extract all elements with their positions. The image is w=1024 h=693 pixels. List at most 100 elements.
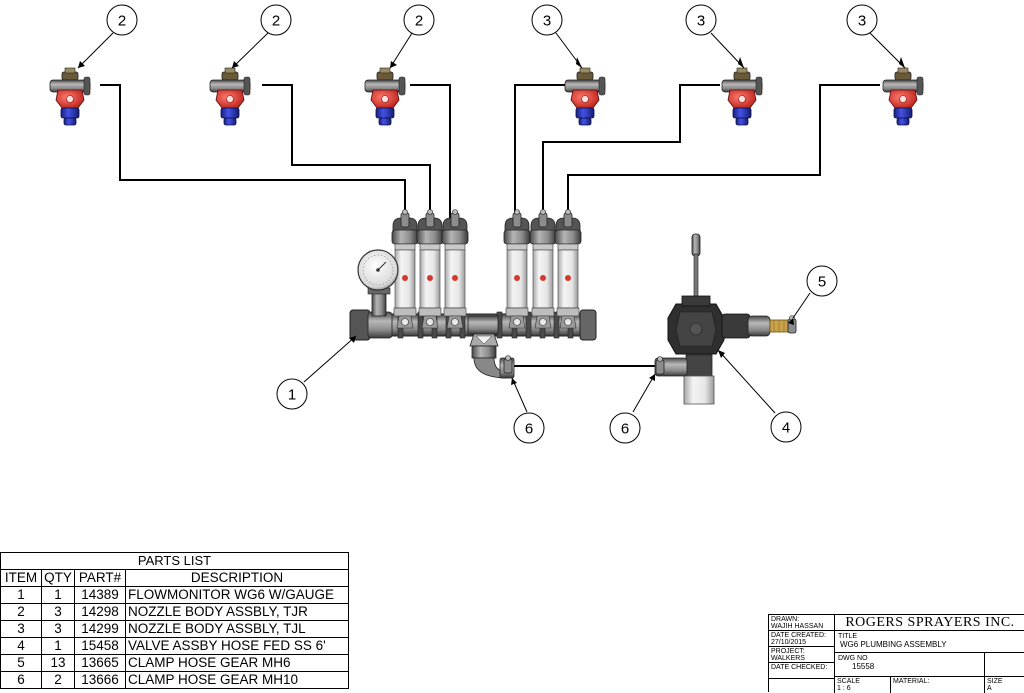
dwg-no-label: DWG NO <box>838 655 868 662</box>
header-item: ITEM <box>0 569 42 587</box>
cell-description: NOZZLE BODY ASSBLY, TJR <box>125 603 349 621</box>
cell-part: 13665 <box>74 654 126 672</box>
project-value: WALKERS <box>771 655 805 662</box>
title-block: DRAWN: WAJIH HASSAN DATE CREATED: 27/10/… <box>768 614 1024 693</box>
parts-list-title-row: PARTS LIST <box>0 552 349 570</box>
nozzle-body-3 <box>364 67 406 126</box>
size-cell: SIZE A <box>985 677 1024 693</box>
flowmonitor-manifold <box>349 209 597 379</box>
callout-bubble: 3 <box>685 4 717 36</box>
cell-part: 13666 <box>74 671 126 689</box>
svg-text:2: 2 <box>272 13 280 30</box>
hose-5 <box>542 84 720 220</box>
callout-bubble: 6 <box>513 412 545 444</box>
material-cell: MATERIAL: <box>891 677 985 693</box>
callout-bubble: 3 <box>846 4 878 36</box>
cell-description: CLAMP HOSE GEAR MH10 <box>125 671 349 689</box>
header-description: DESCRIPTION <box>125 569 349 587</box>
date-created-value: 27/10/2015 <box>771 639 807 646</box>
date-checked-cell: DATE CHECKED: <box>769 663 835 679</box>
hose-3 <box>410 84 451 220</box>
date-checked-label: DATE CHECKED: <box>771 664 828 671</box>
callout-bubble: 3 <box>531 4 563 36</box>
parts-list-header-row: ITEM QTY PART# DESCRIPTION <box>0 569 349 587</box>
header-part: PART# <box>74 569 126 587</box>
cell-qty: 3 <box>41 603 75 621</box>
hose-2 <box>262 84 431 220</box>
drawn-value: WAJIH HASSAN <box>771 623 824 630</box>
size-label: SIZE <box>987 678 1003 685</box>
svg-text:4: 4 <box>782 420 790 437</box>
valve-assembly <box>654 233 797 405</box>
svg-text:2: 2 <box>118 13 126 30</box>
cell-item: 5 <box>0 654 42 672</box>
svg-text:2: 2 <box>415 13 423 30</box>
size-value: A <box>987 685 992 692</box>
dwg-no-cell: DWG NO 15558 <box>835 653 985 677</box>
cell-item: 3 <box>0 620 42 638</box>
table-row: 4 1 15458 VALVE ASSBY HOSE FED SS 6' <box>0 637 349 655</box>
drawn-label: DRAWN: <box>771 616 800 623</box>
drawn-cell: DRAWN: WAJIH HASSAN <box>769 615 835 631</box>
title-cell: TITLE WG6 PLUMBING ASSEMBLY <box>835 631 1024 653</box>
title-value: WG6 PLUMBING ASSEMBLY <box>840 640 947 649</box>
callout-bubble: 4 <box>770 411 802 443</box>
leader-arrowheads <box>78 57 905 385</box>
cell-item: 4 <box>0 637 42 655</box>
svg-text:6: 6 <box>621 421 629 438</box>
table-row: 6 2 13666 CLAMP HOSE GEAR MH10 <box>0 671 349 689</box>
callout-bubble: 2 <box>403 4 435 36</box>
material-label: MATERIAL: <box>893 678 930 685</box>
cell-qty: 3 <box>41 620 75 638</box>
project-cell: PROJECT: WALKERS <box>769 647 835 663</box>
nozzle-body-1 <box>49 67 91 126</box>
hose-6 <box>567 84 880 220</box>
table-row: 3 3 14299 NOZZLE BODY ASSBLY, TJL <box>0 620 349 638</box>
cell-description: FLOWMONITOR WG6 W/GAUGE <box>125 586 349 604</box>
cell-description: NOZZLE BODY ASSBLY, TJL <box>125 620 349 638</box>
svg-text:6: 6 <box>525 421 533 438</box>
callout-bubble: 1 <box>276 378 308 410</box>
cell-part: 14298 <box>74 603 126 621</box>
header-qty: QTY <box>41 569 75 587</box>
scale-cell: SCALE 1 : 6 <box>835 677 891 693</box>
callout-bubble: 5 <box>806 265 838 297</box>
cell-part: 14299 <box>74 620 126 638</box>
hose-4 <box>514 84 566 220</box>
callout-bubble: 2 <box>260 4 292 36</box>
project-label: PROJECT: <box>771 648 805 655</box>
cell-qty: 1 <box>41 637 75 655</box>
blank-cell <box>769 679 835 693</box>
parts-list-title: PARTS LIST <box>0 552 349 570</box>
parts-list-table: PARTS LIST ITEM QTY PART# DESCRIPTION 1 … <box>0 552 349 689</box>
cell-qty: 2 <box>41 671 75 689</box>
svg-text:1: 1 <box>288 387 296 404</box>
svg-text:5: 5 <box>818 274 826 291</box>
cell-part: 15458 <box>74 637 126 655</box>
nozzle-body-2 <box>209 67 251 126</box>
date-created-label: DATE CREATED: <box>771 632 826 639</box>
cell-qty: 1 <box>41 586 75 604</box>
title-label: TITLE <box>838 633 858 640</box>
svg-text:3: 3 <box>543 13 551 30</box>
table-row: 5 13 13665 CLAMP HOSE GEAR MH6 <box>0 654 349 672</box>
callout-bubble: 6 <box>609 412 641 444</box>
callout-bubble: 2 <box>106 4 138 36</box>
nozzle-body-5 <box>721 67 763 126</box>
dwg-no-value: 15558 <box>852 662 875 671</box>
scale-label: SCALE <box>837 678 860 685</box>
callouts: 2 2 2 3 3 3 1 6 <box>106 4 878 444</box>
nozzle-body-4 <box>564 67 606 126</box>
rev-cell <box>985 653 1024 677</box>
svg-text:3: 3 <box>697 13 705 30</box>
svg-text:3: 3 <box>858 13 866 30</box>
cell-description: VALVE ASSBY HOSE FED SS 6' <box>125 637 349 655</box>
company-name: ROGERS SPRAYERS INC. <box>835 615 1024 631</box>
cell-item: 1 <box>0 586 42 604</box>
nozzle-body-6 <box>882 67 924 126</box>
hoses <box>100 84 880 367</box>
table-row: 1 1 14389 FLOWMONITOR WG6 W/GAUGE <box>0 586 349 604</box>
date-created-cell: DATE CREATED: 27/10/2015 <box>769 631 835 647</box>
cell-qty: 13 <box>41 654 75 672</box>
